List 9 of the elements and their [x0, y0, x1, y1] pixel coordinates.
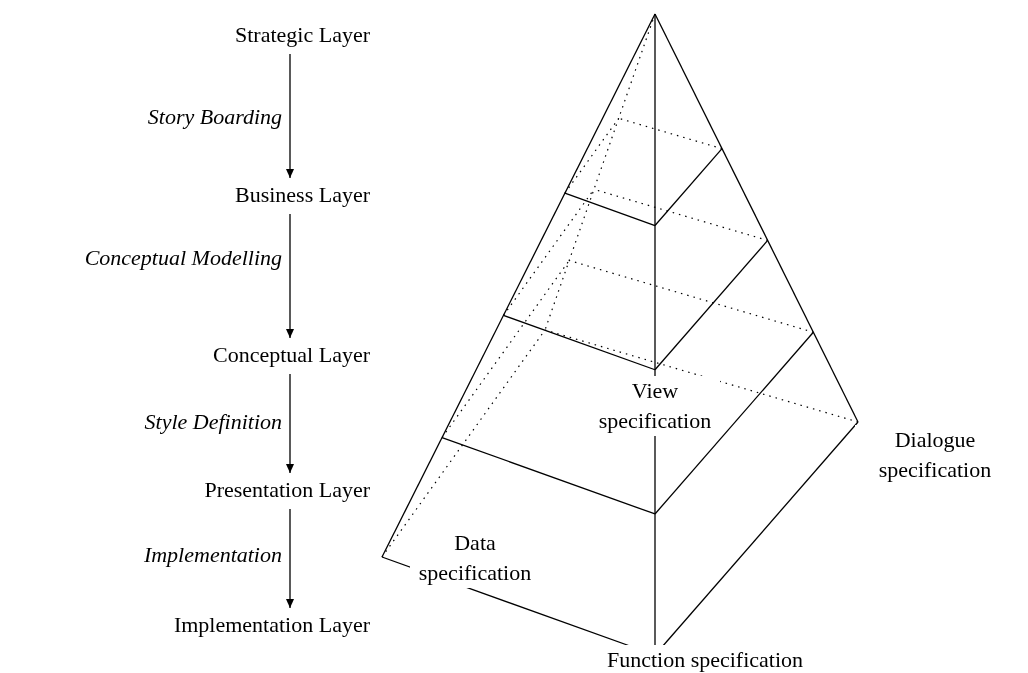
layer-label: Presentation Layer — [204, 477, 370, 503]
layer-label: Conceptual Layer — [213, 342, 370, 368]
layer-label: Implementation Layer — [173, 612, 370, 638]
layer-label: Business Layer — [234, 182, 370, 208]
arrow — [286, 373, 294, 474]
layer-label: Strategic Layer — [235, 22, 370, 48]
arrow — [286, 508, 294, 609]
arrow — [286, 53, 294, 179]
arrow — [286, 213, 294, 339]
